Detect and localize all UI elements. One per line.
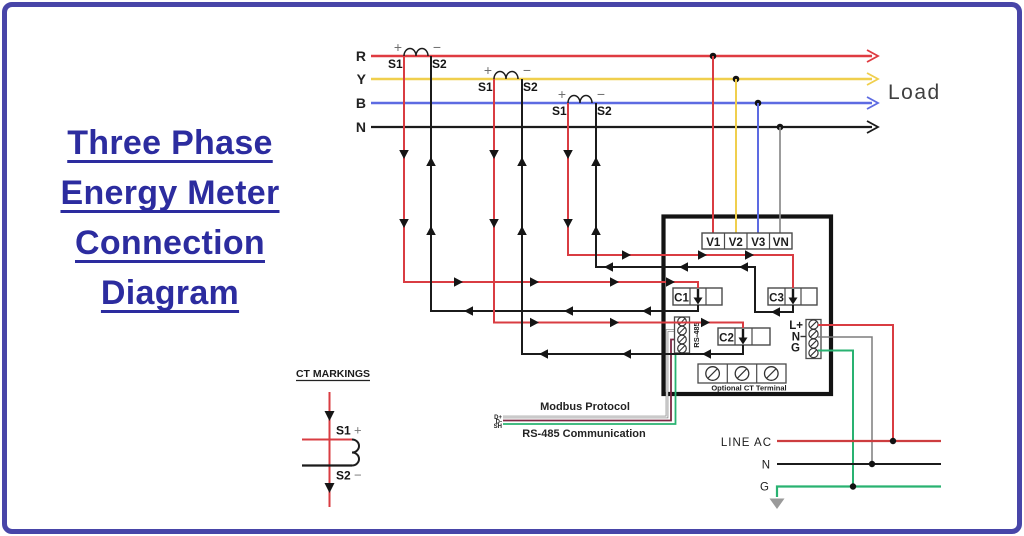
ct-b-coil-icon: [567, 94, 593, 104]
phase-arrow-b-icon: [866, 96, 880, 110]
ct-y-coil-icon: [493, 70, 519, 80]
line-ac-label: LINE AC: [721, 437, 772, 449]
title-line-4: Diagram: [100, 274, 240, 312]
comm-wires: D+ D- SH Modbus Protocol RS-485 Communic…: [494, 329, 677, 440]
legend-arrow-top-icon: [324, 411, 335, 421]
pin-label-dplus: D+: [494, 415, 502, 421]
ct-markings-legend: CT MARKINGS S1 + S2 −: [296, 368, 370, 507]
screw-slot: [809, 339, 818, 348]
ct-r-s2-arrows: [426, 157, 651, 316]
modbus-shield-wire: [503, 348, 677, 425]
line-ac-wire: [818, 324, 894, 441]
n-label: N: [792, 332, 800, 344]
phase-label-y: Y: [357, 71, 367, 87]
ct-y-s2-wire: [521, 79, 744, 355]
screw-slot: [809, 330, 818, 338]
screw-slot: [678, 336, 686, 343]
screw-slot: [736, 368, 748, 379]
v1-terminal-label: V1: [706, 237, 721, 249]
voltage-tap-wires: [712, 56, 781, 233]
load-label: Load: [888, 81, 941, 104]
ct-secondary-wires: [399, 56, 794, 359]
earth-ground-icon: [769, 498, 785, 509]
phase-arrow-n-icon: [866, 120, 880, 134]
cell-arrows: [693, 289, 798, 345]
junction-dot: [868, 460, 876, 468]
v2-terminal-label: V2: [729, 237, 743, 249]
legend-coil-icon: [351, 438, 360, 467]
pin-label-sh: SH: [494, 424, 502, 430]
lplus-label: L+: [789, 320, 803, 332]
title-line-1: Three Phase: [67, 124, 273, 162]
terminal-blocks: V1 V2 V3 VN C1 C3: [672, 232, 822, 393]
legend-title: CT MARKINGS: [296, 368, 370, 380]
phase-label-b: B: [356, 95, 366, 111]
legend-minus: −: [354, 468, 362, 483]
modbus-protocol-label: Modbus Protocol: [540, 401, 630, 413]
ct-y-s1-label: S1: [478, 80, 493, 94]
screw-slot: [809, 349, 818, 357]
title-line-2: Energy Meter: [60, 174, 280, 212]
ct-y-plus: +: [484, 62, 492, 78]
ct-assemblies: + − S1 S2 + − S1 S2 + − S1 S2: [388, 39, 612, 118]
ct-r-s1-label: S1: [388, 57, 403, 71]
ct-r-coil-icon: [403, 47, 429, 57]
title-line-3: Connection: [75, 224, 265, 262]
c1-label: C1: [674, 293, 689, 305]
neutral-wire: [818, 336, 873, 464]
mains-lines: LINE AC N G: [721, 437, 941, 509]
modbus-dminus-wire: [503, 338, 676, 422]
power-terminal-strip: L+ N G: [789, 318, 822, 360]
phase-label-r: R: [356, 48, 366, 64]
phase-lines: R Y B N Load: [356, 48, 941, 135]
rs485-communication-label: RS-485 Communication: [522, 428, 646, 440]
ct-b-minus: −: [597, 86, 605, 102]
ground-bus: [775, 485, 941, 497]
ct-b-plus: +: [558, 86, 566, 102]
v3-terminal-label: V3: [751, 237, 765, 249]
optional-ct-label: Optional CT Terminal: [711, 384, 786, 393]
c1-cell-arrow-icon: [693, 297, 703, 305]
phase-label-n: N: [356, 119, 366, 135]
junction-dot: [889, 437, 897, 445]
voltage-terminal-block: V1 V2 V3 VN: [701, 232, 793, 250]
ct-b-s1-wire: [567, 103, 794, 288]
phase-arrow-r-icon: [866, 49, 880, 63]
screw-slot: [707, 368, 718, 379]
g-label: G: [791, 343, 800, 355]
screw-slot: [766, 368, 777, 379]
modbus-dplus-wire-core: [503, 329, 676, 418]
legend-s2-label: S2: [336, 469, 351, 483]
screw-slot: [678, 327, 686, 334]
ground-bus-label: G: [760, 482, 769, 494]
rs485-strip-label: RS-485: [692, 322, 701, 347]
neutral-bus-label: N: [762, 460, 770, 472]
ct-r-s1-wire: [403, 56, 699, 288]
ct-r-plus: +: [394, 39, 402, 55]
optional-ct-terminal-block: Optional CT Terminal: [697, 363, 787, 393]
page-title: Three Phase Energy Meter Connection Diag…: [26, 118, 314, 318]
ct-b-s2-label: S2: [597, 104, 612, 118]
pin-label-dminus: D-: [496, 420, 502, 426]
ct-b-s1-label: S1: [552, 104, 567, 118]
c3-label: C3: [769, 293, 784, 305]
screw-slot: [678, 345, 686, 352]
junction-dot: [849, 483, 857, 490]
phase-arrow-y-icon: [866, 72, 880, 86]
c3-cell-arrow-icon: [788, 297, 798, 305]
vn-terminal-label: VN: [773, 237, 789, 249]
c2-label: C2: [719, 333, 734, 345]
legend-plus: +: [354, 423, 362, 438]
ct-y-minus: −: [523, 62, 531, 78]
screw-slot: [809, 320, 818, 329]
ct-r-s2-label: S2: [432, 57, 447, 71]
legend-arrow-bottom-icon: [324, 483, 335, 493]
c2-cell-arrow-icon: [738, 337, 748, 345]
ct-r-minus: −: [433, 39, 441, 55]
legend-s1-label: S1: [336, 424, 351, 438]
ct-y-s2-label: S2: [523, 80, 538, 94]
ct-b-s2-wire: [595, 103, 794, 313]
